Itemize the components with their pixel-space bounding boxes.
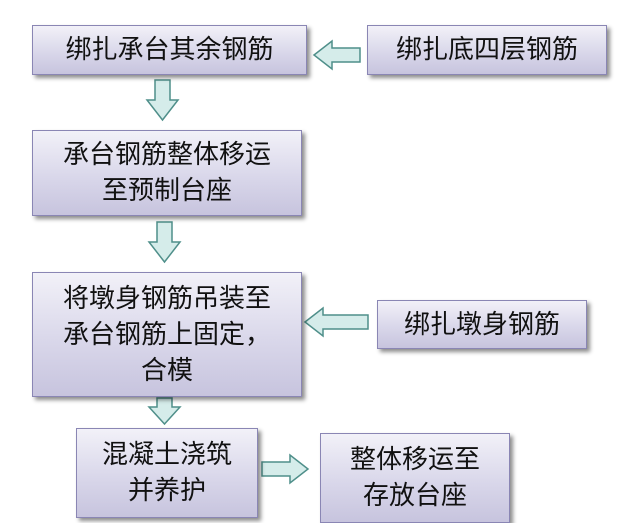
arrow-n1-to-n3 (145, 79, 180, 122)
node-bind-bottom-four-layers-rebar: 绑扎底四层钢筋 (367, 25, 607, 75)
node-concrete-pour-and-cure: 混凝土浇筑 并养护 (76, 428, 258, 518)
arrow-n4-to-n6 (147, 397, 182, 426)
arrow-n5-to-n4 (303, 306, 369, 338)
node-hoist-pier-rebar-and-formwork: 将墩身钢筋吊装至 承台钢筋上固定， 合模 (32, 272, 302, 397)
node-bind-cap-remaining-rebar: 绑扎承台其余钢筋 (32, 25, 307, 75)
arrow-n2-to-n1 (312, 39, 361, 71)
arrow-n6-to-n7 (261, 453, 310, 485)
node-move-to-storage-bed: 整体移运至 存放台座 (320, 433, 510, 523)
arrows-layer (145, 39, 369, 485)
arrow-n3-to-n4 (147, 221, 182, 264)
node-move-cap-rebar-to-precast-bed: 承台钢筋整体移运 至预制台座 (32, 130, 302, 216)
node-bind-pier-body-rebar: 绑扎墩身钢筋 (377, 300, 587, 349)
